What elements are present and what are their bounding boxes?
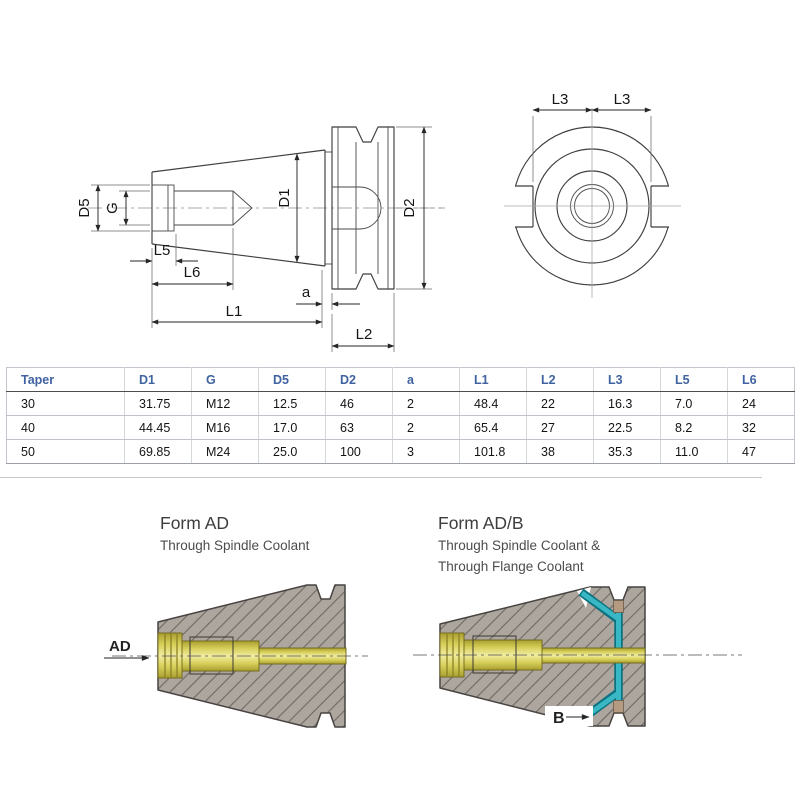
column-header: L5 [660,367,728,392]
section-divider [0,477,762,478]
table-cell: 44.45 [124,415,192,440]
coolant-illustrations-svg: AD [104,584,742,728]
table-cell: 2 [392,391,460,416]
table-cell: M24 [191,439,259,464]
table-cell: 11.0 [660,439,728,464]
table-cell: 12.5 [258,391,326,416]
dim-label-d5: D5 [76,198,93,217]
table-cell: 16.3 [593,391,661,416]
dim-label-l3-left: L3 [552,91,569,108]
table-cell: 27 [526,415,594,440]
engineering-drawing-svg: D5 G D1 D2 L5 L6 [76,91,681,352]
dim-label-l6: L6 [184,264,201,281]
column-header: D5 [258,367,326,392]
form-ad-illustration: AD [104,584,368,728]
dim-label-a: a [302,284,311,301]
table-cell: 35.3 [593,439,661,464]
column-header: L1 [459,367,527,392]
table-cell: M16 [191,415,259,440]
form-adb-title-block: Form AD/B Through Spindle Coolant & Thro… [438,511,600,577]
column-header: L2 [526,367,594,392]
column-header: D2 [325,367,393,392]
table-cell: M12 [191,391,259,416]
table-cell: 46 [325,391,393,416]
table-cell: 8.2 [660,415,728,440]
table-cell: 30 [6,391,125,416]
dim-label-l1: L1 [226,303,243,320]
table-cell: 32 [727,415,795,440]
dim-label-l3-right: L3 [614,91,631,108]
column-header: D1 [124,367,192,392]
table-cell: 24 [727,391,795,416]
dim-label-d1: D1 [276,188,293,207]
column-header: L6 [727,367,795,392]
table-cell: 17.0 [258,415,326,440]
form-adb-callout-label: B [553,710,565,727]
column-header: Taper [6,367,125,392]
table-cell: 22 [526,391,594,416]
table-cell: 22.5 [593,415,661,440]
table-cell: 38 [526,439,594,464]
column-header: L3 [593,367,661,392]
table-cell: 100 [325,439,393,464]
table-cell: 2 [392,415,460,440]
table-cell: 69.85 [124,439,192,464]
table-cell: 25.0 [258,439,326,464]
table-cell: 47 [727,439,795,464]
dim-label-l5: L5 [154,242,171,259]
form-adb-subtitle-1: Through Spindle Coolant & [438,538,601,553]
form-adb-title: Form AD/B [438,513,524,533]
dim-label-l2: L2 [356,326,373,343]
table-cell: 3 [392,439,460,464]
front-view: L3 L3 [503,91,681,298]
table-cell: 63 [325,415,393,440]
column-header: G [191,367,259,392]
form-ad-title: Form AD [160,513,230,533]
dim-label-d2: D2 [401,198,418,217]
table-cell: 7.0 [660,391,728,416]
dim-label-g: G [104,202,121,214]
form-adb-subtitle-2: Through Flange Coolant [438,559,584,574]
table-cell: 65.4 [459,415,527,440]
table-cell: 40 [6,415,125,440]
table-cell: 101.8 [459,439,527,464]
column-header: a [392,367,460,392]
form-ad-title-block: Form AD Through Spindle Coolant [160,511,309,556]
side-view: D5 G D1 D2 L5 L6 [76,126,445,352]
table-cell: 31.75 [124,391,192,416]
form-ad-subtitle: Through Spindle Coolant [160,538,310,553]
form-ad-callout-label: AD [109,638,131,655]
table-cell: 48.4 [459,391,527,416]
form-adb-illustration: B [413,586,742,727]
table-cell: 50 [6,439,125,464]
